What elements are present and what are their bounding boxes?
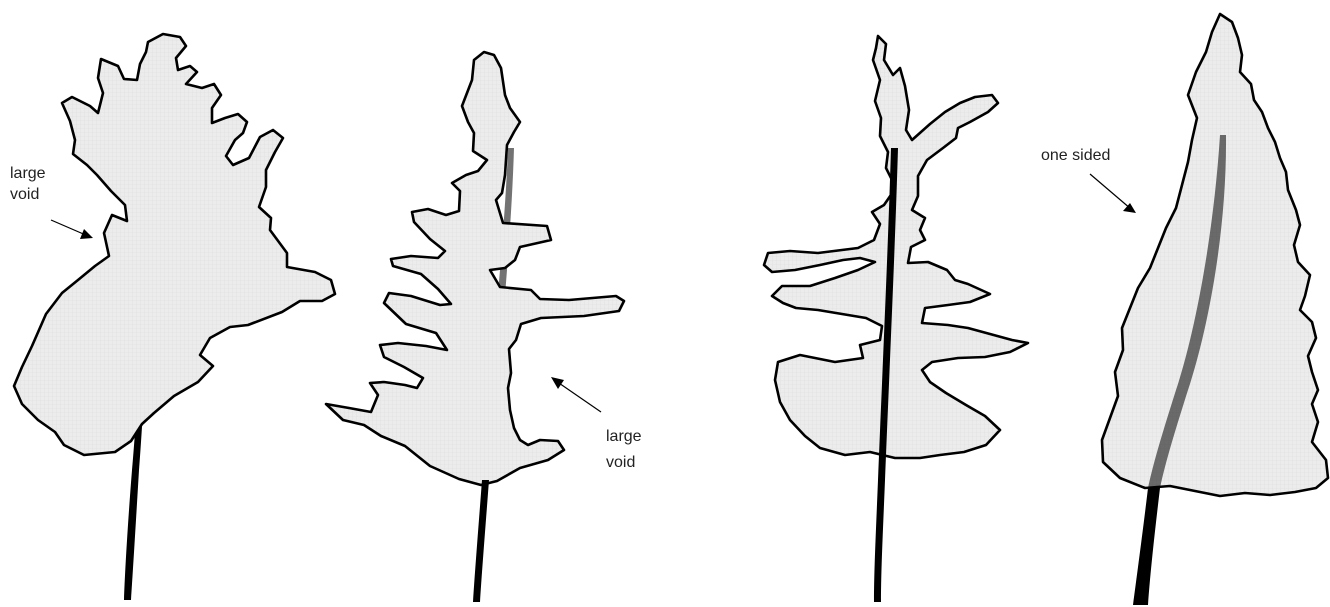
tree-2-crown <box>326 52 624 485</box>
annotation-tree-2-arrow <box>556 381 601 412</box>
tree-1 <box>14 34 335 600</box>
tree-2 <box>326 52 624 602</box>
annotation-tree-2-line2: void <box>606 454 635 471</box>
tree-4 <box>1102 14 1328 605</box>
annotation-tree-4-arrow <box>1090 174 1131 209</box>
tree-2-stem <box>473 480 489 602</box>
annotation-tree-2: large void <box>551 377 642 471</box>
annotation-tree-1-line2: void <box>10 186 39 203</box>
annotation-tree-1-line1: large <box>10 165 46 182</box>
tree-3-crown <box>764 36 1028 458</box>
annotation-tree-2-line1: large <box>606 428 642 445</box>
tree-4-stem <box>1133 488 1160 605</box>
tree-3 <box>764 36 1028 602</box>
annotation-tree-4-line1: one sided <box>1041 147 1110 164</box>
annotation-tree-2-arrowhead <box>551 377 564 389</box>
tree-1-crown <box>14 34 335 455</box>
annotation-tree-1: large void <box>10 165 93 239</box>
annotation-tree-4: one sided <box>1041 147 1136 213</box>
